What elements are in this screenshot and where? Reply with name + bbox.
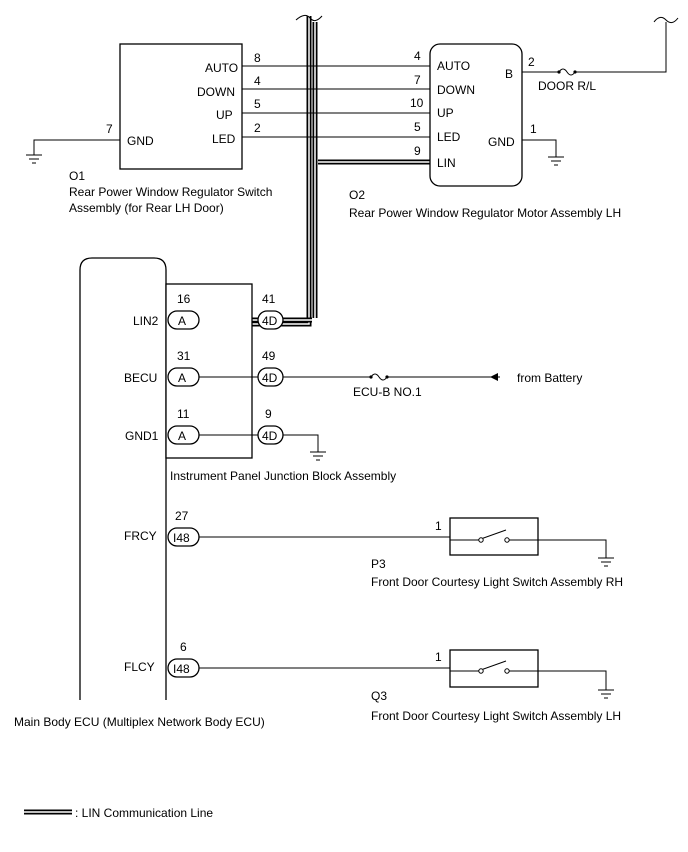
o1-pin-led-num: 2 [254,121,261,135]
o1-gnd-num: 7 [106,122,113,136]
door-rl-fuse-label: DOOR R/L [538,79,596,93]
o2-gnd-num: 1 [530,122,537,136]
o2-pin-auto-num: 4 [414,49,421,63]
ecu-signal-lin2: LIN2 [133,314,159,328]
lin2-right-num: 41 [262,292,276,306]
frcy-num: 27 [175,509,189,523]
q3-pin: 1 [435,650,442,664]
p3-name: Front Door Courtesy Light Switch Assembl… [371,575,623,589]
o1-pin-down-label: DOWN [197,85,235,99]
o2-pin-lin-num: 9 [414,144,421,158]
becu-left-conn: A [178,371,186,385]
o1-gnd-label: GND [127,134,154,148]
o2-ground-symbol [522,139,564,166]
frcy-circuit: I48 27 1 P3 Front Door Courtesy Light Sw… [167,509,623,589]
o1-pin-auto-label: AUTO [205,61,238,75]
lin2-right-connector [257,310,284,330]
gnd1-right-num: 9 [265,407,272,421]
legend: : LIN Communication Line [24,806,213,820]
o1-pin-down-num: 4 [254,74,261,88]
ecu-signal-gnd1: GND1 [125,429,159,443]
o1-pin-led-label: LED [212,132,236,146]
o1-pin-up-num: 5 [254,97,261,111]
p3-ground-symbol [598,557,614,567]
becu-right-num: 49 [262,349,276,363]
gnd1-left-conn: A [178,429,186,443]
o2-pin-led-label: LED [437,130,461,144]
gnd1-ground-symbol [310,451,326,461]
becu-row: A 31 4D 49 ECU-B NO.1 from Battery [167,349,582,399]
o1-box [119,43,243,170]
q3-box [449,649,539,688]
gnd1-row: A 11 4D 9 [167,407,326,461]
lin2-left-conn: A [178,314,186,328]
o2-gnd-label: GND [488,135,515,149]
o2-pin-down-label: DOWN [437,83,475,97]
o2-b-num: 2 [528,55,535,69]
q3-code: Q3 [371,689,387,703]
becu-left-num: 31 [177,349,191,363]
o1-switch-assembly: AUTO DOWN UP LED GND 8 4 5 2 7 O1 Rear P… [69,43,272,215]
q3-name: Front Door Courtesy Light Switch Assembl… [371,709,621,723]
flcy-conn: I48 [173,662,190,676]
ecu-b-fuse-symbol [370,373,388,381]
wire-break-mark-top [295,14,323,22]
o2-pin-up-num: 10 [410,96,424,110]
flcy-num: 6 [180,640,187,654]
o2-pin-down-num: 7 [414,73,421,87]
p3-pin: 1 [435,519,442,533]
o2-b-label: B [505,67,513,81]
p3-box [449,517,539,556]
lin2-row: A 16 4D 41 [167,292,284,330]
door-rl-fuse-circuit: DOOR R/L [522,16,679,93]
o1-name-line2: Assembly (for Rear LH Door) [69,201,224,215]
o1-ground-symbol [26,139,120,164]
ecu-signal-becu: BECU [124,371,157,385]
o2-pin-auto-label: AUTO [437,59,470,73]
lin2-left-num: 16 [177,292,191,306]
lin2-right-conn: 4D [262,314,278,328]
door-rl-fuse-symbol [558,68,576,76]
o2-code: O2 [349,188,365,202]
legend-label: : LIN Communication Line [75,806,213,820]
o1-pin-up-label: UP [216,108,233,122]
becu-right-conn: 4D [262,371,278,385]
frcy-conn: I48 [173,531,190,545]
battery-arrow-icon [490,373,498,381]
o2-pin-lin-label: LIN [437,156,456,170]
o2-box [429,43,523,187]
o2-motor-assembly: AUTO DOWN UP LED LIN B GND 4 7 10 5 9 2 … [349,43,621,220]
gnd1-left-num: 11 [177,407,190,421]
o1-name-line1: Rear Power Window Regulator Switch [69,185,272,199]
ecu-signal-frcy: FRCY [124,529,157,543]
battery-label: from Battery [517,371,582,385]
o2-pin-led-num: 5 [414,120,421,134]
o1-code: O1 [69,169,85,183]
o1-pin-auto-num: 8 [254,51,261,65]
p3-code: P3 [371,557,386,571]
q3-ground-symbol [598,689,614,699]
ecu-name: Main Body ECU (Multiplex Network Body EC… [14,715,265,729]
gnd1-right-conn: 4D [262,429,278,443]
junction-name: Instrument Panel Junction Block Assembly [170,469,396,483]
o2-pin-up-label: UP [437,106,454,120]
flcy-circuit: I48 6 1 Q3 Front Door Courtesy Light Swi… [167,640,621,723]
main-body-ecu: LIN2 BECU GND1 FRCY FLCY Main Body ECU (… [14,257,265,729]
wire-break-mark-right [653,16,679,24]
ecu-signal-flcy: FLCY [124,660,155,674]
ecu-b-fuse-label: ECU-B NO.1 [353,385,422,399]
o1-o2-wires [242,65,430,138]
o2-name: Rear Power Window Regulator Motor Assemb… [349,206,621,220]
lin2-left-connector [167,310,200,330]
